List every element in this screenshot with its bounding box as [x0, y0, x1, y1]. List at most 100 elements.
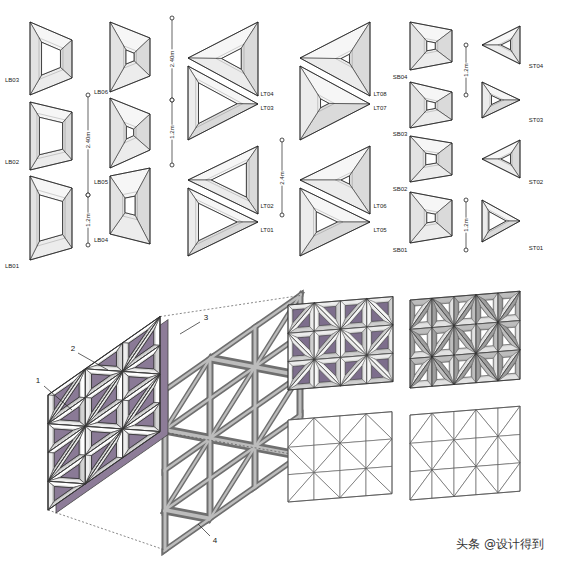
panel-opening	[199, 83, 238, 124]
panel-view	[288, 297, 393, 390]
panel-opening	[420, 370, 428, 381]
panel-type	[410, 22, 452, 70]
panel-outline	[482, 200, 520, 242]
grid-triangle	[314, 471, 340, 500]
panel-outline	[367, 325, 393, 355]
frame-member	[165, 399, 210, 471]
panel-type	[410, 192, 452, 243]
panel-opening	[415, 341, 423, 352]
panel-opening	[372, 308, 384, 322]
panel-opening	[125, 196, 135, 215]
grid-triangle	[288, 418, 314, 447]
panel-type	[188, 66, 258, 140]
exploded-view	[44, 296, 300, 551]
panel-outline	[367, 353, 393, 383]
panel-opening	[437, 310, 445, 321]
panel-opening	[199, 203, 238, 240]
grid-triangle	[454, 466, 476, 496]
frame-line	[506, 361, 516, 376]
frame-member	[165, 456, 300, 551]
panel-outline	[410, 328, 432, 359]
panel-border	[410, 291, 520, 388]
panel-opening	[211, 163, 246, 197]
frame-line	[462, 364, 472, 379]
grid-triangle	[288, 473, 314, 502]
bevel-face	[498, 321, 520, 352]
grid-triangle	[288, 445, 314, 474]
frame-line	[436, 307, 446, 322]
bevel-face	[341, 299, 367, 329]
panel-outline	[482, 26, 520, 64]
bevel-face	[432, 357, 437, 387]
dimension-dot	[464, 198, 468, 202]
panel-type	[110, 168, 150, 244]
dimension-dot	[170, 16, 174, 20]
frame-line	[440, 336, 450, 351]
leader-line	[180, 322, 200, 334]
bevel-face	[367, 297, 393, 327]
frame-line	[344, 336, 359, 353]
bevel-face	[454, 325, 459, 355]
type-code: SB04	[393, 74, 408, 80]
panel-outline	[432, 355, 454, 386]
dimension: 2.4m	[279, 170, 285, 185]
grid-triangle	[340, 414, 366, 443]
bevel-face	[48, 455, 85, 510]
panel-opening	[222, 48, 242, 69]
bevel-face	[454, 295, 476, 326]
grid-triangle	[454, 410, 476, 440]
panel-outline	[498, 291, 520, 322]
frame-line	[424, 38, 437, 53]
panel-opening	[427, 41, 435, 51]
grid-triangle	[410, 442, 432, 472]
frame-line	[335, 50, 352, 68]
grid-triangle	[314, 443, 340, 472]
panel-outline	[432, 296, 454, 327]
bevel-face	[498, 321, 520, 352]
bevel-face	[288, 303, 314, 333]
bevel-face	[432, 298, 437, 328]
bevel-face	[367, 353, 393, 383]
type-code: ST04	[529, 63, 543, 69]
grid-triangle	[454, 466, 476, 496]
panel-outline	[476, 322, 498, 353]
panel-opening	[427, 101, 435, 110]
bevel-face	[432, 296, 454, 327]
grid-triangle	[410, 442, 432, 472]
panel-view	[288, 412, 392, 502]
bevel-face	[85, 429, 122, 484]
panel-type	[300, 66, 370, 140]
bevel-face	[314, 329, 340, 359]
panel-outline	[498, 321, 520, 352]
leader-line	[44, 386, 72, 410]
bevel-face	[288, 331, 314, 361]
dimension-dot	[464, 248, 468, 252]
cladding-panel	[48, 317, 160, 510]
panel-opening	[54, 473, 73, 500]
grid-triangle	[476, 465, 498, 495]
dimension-dot	[170, 163, 174, 167]
panel-outline	[30, 22, 72, 95]
frame-line	[490, 93, 504, 106]
watermark: 头条 @设计得到	[456, 538, 544, 550]
panel-outline	[482, 82, 520, 118]
bevel-face	[476, 293, 498, 324]
panel-outline	[300, 188, 370, 256]
panel-outline	[367, 353, 393, 383]
bevel-face	[300, 188, 316, 256]
panel-outline	[341, 327, 367, 357]
panel-type	[30, 22, 72, 95]
panel-view	[410, 406, 520, 500]
panel-type	[482, 26, 520, 64]
frame-member	[210, 407, 255, 479]
bevel-face	[476, 352, 498, 383]
grid-triangle	[498, 406, 520, 436]
frame-line	[418, 368, 428, 383]
grid-triangle	[314, 416, 340, 445]
panel-outline	[410, 82, 452, 128]
type-code: ST02	[529, 179, 543, 185]
callout-number: 4	[213, 537, 217, 545]
grid-triangle	[410, 413, 432, 443]
panel-outline	[48, 455, 85, 510]
panel-outline	[476, 352, 498, 383]
